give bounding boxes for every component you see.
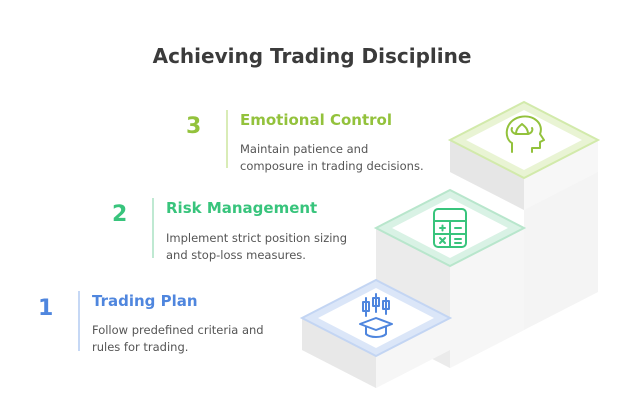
step-heading: Risk Management <box>166 199 318 217</box>
step-number: 1 <box>38 296 54 321</box>
step-description: Implement strict position sizing and sto… <box>166 231 348 262</box>
step-number: 2 <box>112 202 128 227</box>
step-description: Follow predefined criteria and rules for… <box>92 323 264 354</box>
step-divider <box>152 198 154 258</box>
step-3-tread <box>447 100 601 180</box>
step-divider <box>78 291 80 351</box>
step-divider <box>226 110 228 168</box>
step-number: 3 <box>186 114 202 139</box>
candlestick-graduation-icon <box>359 293 393 338</box>
calculator-icon <box>433 208 467 248</box>
diagram-title: Achieving Trading Discipline <box>152 44 472 68</box>
head-lotus-icon <box>505 115 545 153</box>
step-heading: Trading Plan <box>92 292 198 310</box>
step-description: Maintain patience and composure in tradi… <box>240 142 424 173</box>
step-heading: Emotional Control <box>240 111 392 129</box>
